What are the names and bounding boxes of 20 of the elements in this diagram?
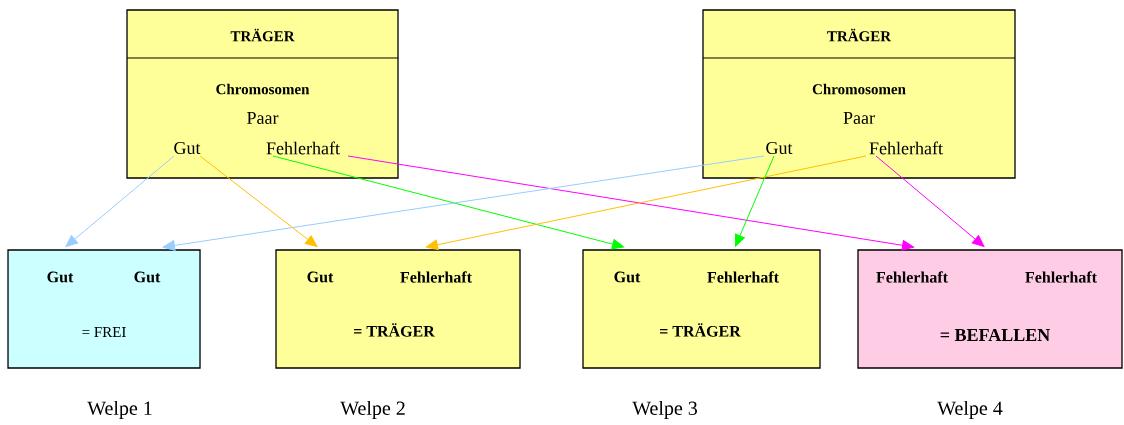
- puppy-label: Welpe 2: [340, 400, 405, 420]
- puppy-label: Welpe 1: [87, 400, 152, 420]
- gene-label: Fehlerhaft: [869, 141, 943, 155]
- arrow: [347, 155, 915, 251]
- arrow: [734, 155, 775, 247]
- puppy-box: Fehlerhaft Fehlerhaft = BEFALLEN: [857, 249, 1123, 369]
- arrow: [425, 155, 867, 251]
- puppy-label: Welpe 3: [632, 400, 697, 420]
- puppy-box: Gut Fehlerhaft = TRÄGER: [582, 249, 821, 369]
- arrow: [272, 155, 625, 250]
- puppy-box: Gut Gut = FREI: [7, 249, 201, 369]
- arrow: [162, 155, 765, 251]
- gene-label: Gut: [766, 141, 793, 155]
- gene-label: Gut: [174, 141, 201, 155]
- puppy-box: Gut Fehlerhaft = TRÄGER: [275, 249, 521, 369]
- puppy-label: Welpe 4: [937, 400, 1003, 420]
- arrow: [65, 155, 175, 247]
- gene-label: Fehlerhaft: [266, 141, 340, 155]
- arrow: [875, 155, 985, 247]
- arrow: [199, 155, 318, 248]
